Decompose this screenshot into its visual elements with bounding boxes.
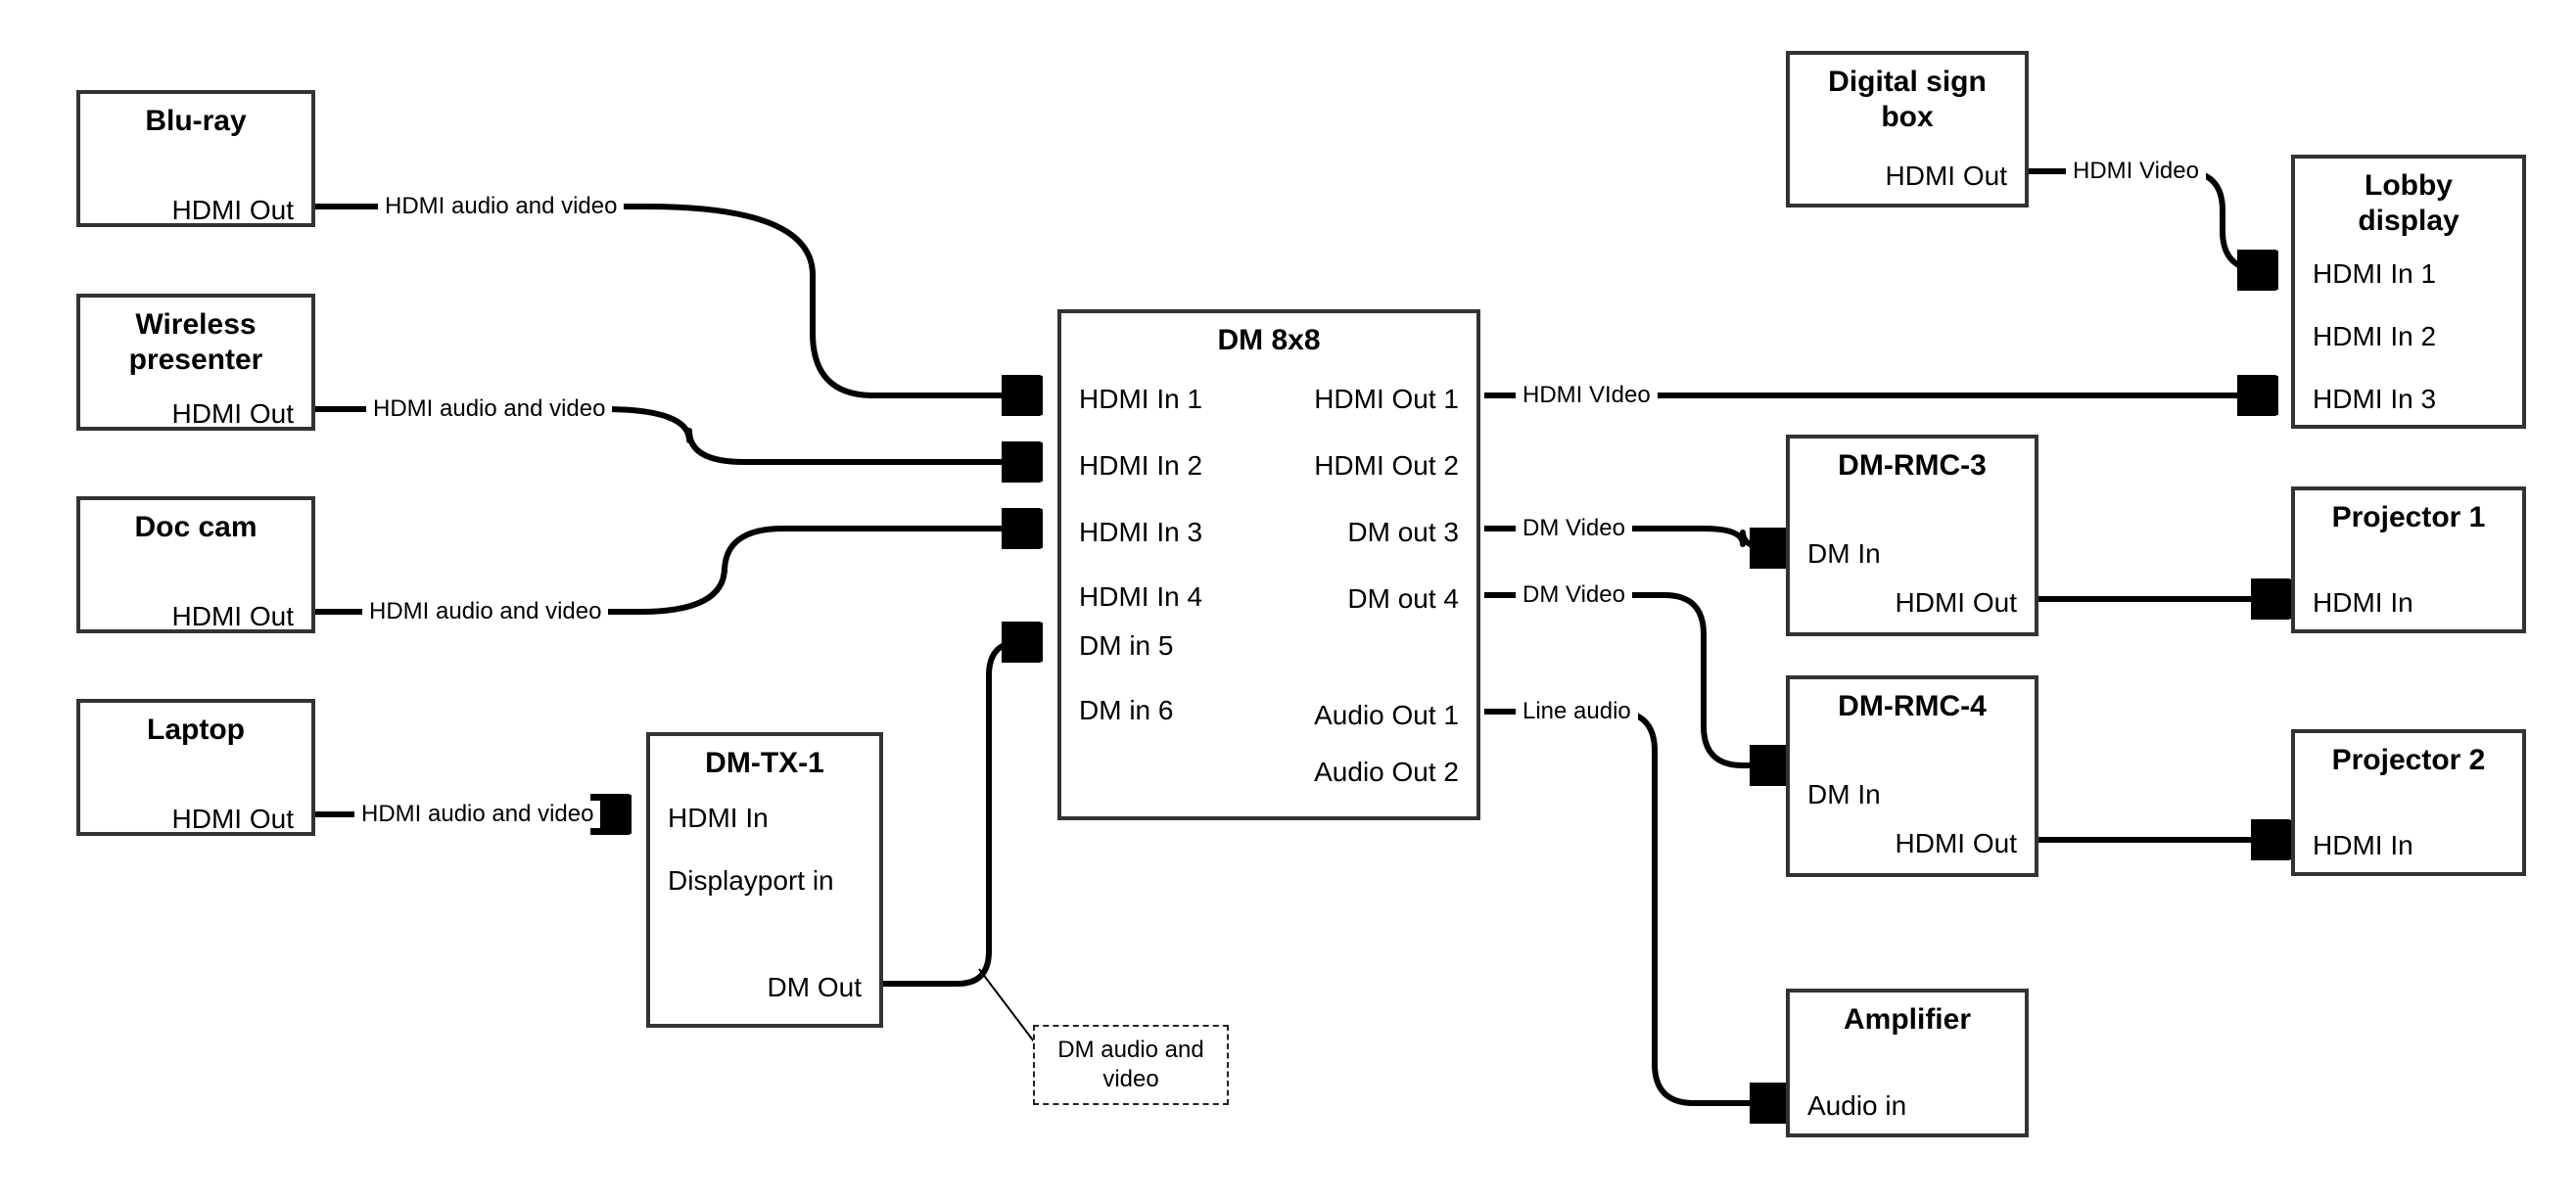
note-dm-audio-and-video-text: DM audio and video [1057, 1037, 1204, 1092]
node-dm-8x8-output-dm-out-4: DM out 4 [1347, 583, 1459, 614]
wire-dm8x8-to-dmrmc3 [1484, 526, 1786, 548]
node-bluray-port-hdmi-out: HDMI Out [171, 195, 294, 225]
edge-label-digitalsign-to-lobby: HDMI Video [2066, 158, 2206, 185]
node-dm-8x8-output-hdmi-out-2: HDMI Out 2 [1314, 450, 1459, 481]
node-dm-8x8-input-dm-in-6: DM in 6 [1079, 695, 1174, 725]
wire-dmtx1-to-dm8x8 [883, 642, 1038, 987]
node-dm-rmc-4-port-hdmi-out: HDMI Out [1895, 828, 2017, 858]
node-dm-tx-1-port-displayport-in: Displayport in [668, 865, 834, 896]
node-doc-cam[interactable]: Doc cam HDMI Out [76, 496, 315, 633]
note-dm-audio-and-video: DM audio and video [1033, 1025, 1229, 1105]
edge-label-dm8x8-dmout3: DM Video [1516, 515, 1632, 542]
node-doc-cam-title: Doc cam [134, 511, 258, 543]
node-wireless-presenter-title: Wireless presenter [128, 308, 263, 376]
node-projector-2[interactable]: Projector 2 HDMI In [2291, 729, 2526, 876]
edge-label-dm8x8-audioout1: Line audio [1516, 698, 1638, 725]
edge-label-wireless-to-dm8x8: HDMI audio and video [366, 395, 613, 423]
node-projector-2-port-hdmi-in: HDMI In [2313, 830, 2413, 860]
node-projector-1-port-hdmi-in: HDMI In [2313, 587, 2413, 618]
node-dm-rmc-3-title: DM-RMC-3 [1838, 449, 1987, 482]
wire-doccam-to-dm8x8 [315, 529, 1038, 615]
node-laptop-title: Laptop [147, 714, 245, 746]
node-dm-tx-1-title: DM-TX-1 [705, 747, 824, 779]
node-lobby-display-port-hdmi-in-3: HDMI In 3 [2313, 384, 2437, 414]
node-dm-tx-1[interactable]: DM-TX-1 HDMI In Displayport in DM Out [646, 732, 883, 1028]
node-dm-8x8[interactable]: DM 8x8 HDMI In 1 HDMI In 2 HDMI In 3 HDM… [1057, 309, 1480, 820]
node-dm-8x8-input-hdmi-in-1: HDMI In 1 [1079, 384, 1203, 414]
node-dm-rmc-4-port-dm-in: DM In [1807, 779, 1881, 809]
node-dm-8x8-input-hdmi-in-2: HDMI In 2 [1079, 450, 1203, 481]
node-dm-8x8-output-dm-out-3: DM out 3 [1347, 517, 1459, 547]
node-dm-rmc-3[interactable]: DM-RMC-3 DM In HDMI Out [1786, 435, 2038, 636]
node-lobby-display-port-hdmi-in-2: HDMI In 2 [2313, 321, 2437, 351]
node-dm-rmc-3-port-dm-in: DM In [1807, 538, 1881, 569]
node-digital-sign-box-title: Digital sign box [1828, 66, 1987, 133]
edge-label-dm8x8-hdmiout1: HDMI VIdeo [1516, 382, 1658, 409]
node-dm-8x8-input-dm-in-5: DM in 5 [1079, 630, 1174, 661]
node-doc-cam-port-hdmi-out: HDMI Out [171, 601, 294, 631]
node-wireless-presenter[interactable]: Wireless presenter HDMI Out [76, 294, 315, 431]
node-dm-tx-1-port-dm-out: DM Out [767, 972, 862, 1002]
node-projector-2-title: Projector 2 [2331, 744, 2486, 776]
node-projector-1[interactable]: Projector 1 HDMI In [2291, 486, 2526, 633]
node-amplifier-port-audio-in: Audio in [1807, 1090, 1907, 1121]
node-projector-1-title: Projector 1 [2331, 501, 2486, 533]
leader-dm-audio-video-note [978, 968, 1041, 1050]
node-dm-tx-1-port-hdmi-in: HDMI In [668, 803, 769, 833]
node-lobby-display[interactable]: Lobby display HDMI In 1 HDMI In 2 HDMI I… [2291, 155, 2526, 429]
wire-wireless-to-dm8x8 [315, 406, 1038, 462]
node-dm-8x8-output-audio-out-2: Audio Out 2 [1314, 757, 1459, 787]
node-dm-8x8-input-hdmi-in-3: HDMI In 3 [1079, 517, 1203, 547]
edge-label-dm8x8-dmout4: DM Video [1516, 581, 1632, 609]
node-bluray-title: Blu-ray [145, 105, 247, 137]
node-digital-sign-box-port-hdmi-out: HDMI Out [1885, 161, 2007, 191]
edge-label-doccam-to-dm8x8: HDMI audio and video [362, 598, 609, 625]
node-laptop[interactable]: Laptop HDMI Out [76, 699, 315, 836]
node-dm-rmc-4-title: DM-RMC-4 [1838, 690, 1987, 722]
node-wireless-presenter-port-hdmi-out: HDMI Out [171, 398, 294, 429]
node-laptop-port-hdmi-out: HDMI Out [171, 804, 294, 834]
wire-bluray-to-dm8x8 [315, 204, 1038, 395]
node-digital-sign-box[interactable]: Digital sign box HDMI Out [1786, 51, 2029, 208]
node-dm-rmc-4[interactable]: DM-RMC-4 DM In HDMI Out [1786, 675, 2038, 877]
wire-dm8x8-to-dmrmc4 [1484, 592, 1786, 765]
edge-label-bluray-to-dm8x8: HDMI audio and video [378, 193, 625, 220]
node-dm-8x8-output-audio-out-1: Audio Out 1 [1314, 700, 1459, 730]
node-lobby-display-title: Lobby display [2358, 169, 2459, 237]
wire-dm8x8-to-amplifier [1484, 709, 1786, 1103]
node-bluray[interactable]: Blu-ray HDMI Out [76, 90, 315, 227]
node-dm-8x8-output-hdmi-out-1: HDMI Out 1 [1314, 384, 1459, 414]
node-dm-8x8-title: DM 8x8 [1217, 324, 1321, 356]
node-lobby-display-port-hdmi-in-1: HDMI In 1 [2313, 258, 2437, 289]
wire-digitalsign-to-lobby [2027, 168, 2273, 270]
node-amplifier-title: Amplifier [1843, 1003, 1972, 1036]
node-dm-8x8-input-hdmi-in-4: HDMI In 4 [1079, 581, 1203, 612]
edge-label-laptop-to-dmtx1: HDMI audio and video [354, 801, 601, 828]
node-dm-rmc-3-port-hdmi-out: HDMI Out [1895, 587, 2017, 618]
node-amplifier[interactable]: Amplifier Audio in [1786, 989, 2029, 1137]
